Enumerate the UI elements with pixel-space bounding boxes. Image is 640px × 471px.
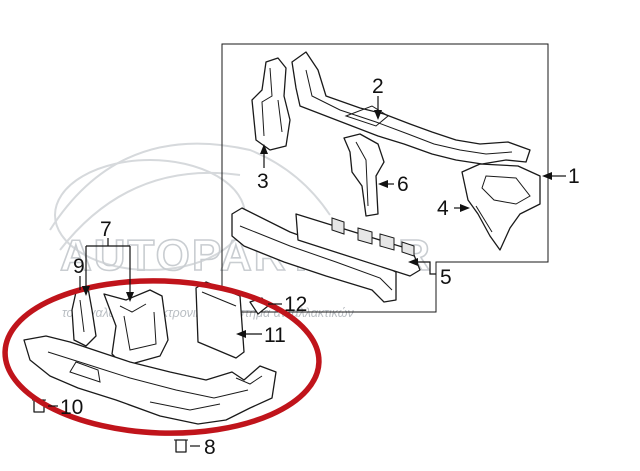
callouts: 1 2 3 4 5 6 7 8 9 10 11 12	[60, 75, 580, 459]
callout-4: 4	[437, 197, 449, 220]
center-support	[343, 133, 385, 217]
side-cover-9	[71, 287, 97, 347]
lower-tie-bar	[231, 207, 421, 303]
callout-3: 3	[257, 170, 269, 193]
callout-6: 6	[397, 173, 409, 196]
callout-5: 5	[440, 266, 452, 289]
right-headlight-bracket	[461, 163, 541, 251]
callout-10: 10	[60, 396, 83, 419]
callout-9: 9	[73, 255, 85, 278]
left-side-bracket	[251, 57, 291, 151]
leader-lines	[48, 96, 566, 447]
callout-2: 2	[372, 75, 384, 98]
callout-12: 12	[284, 293, 307, 316]
engine-under-cover	[23, 335, 277, 425]
air-guide-7	[103, 289, 169, 367]
upper-tie-bar	[291, 51, 531, 165]
splash-panel	[195, 281, 245, 359]
fastener-8	[174, 439, 188, 453]
highlight-ellipse	[2, 278, 322, 436]
callout-8: 8	[204, 436, 216, 459]
callout-7: 7	[100, 218, 112, 241]
callout-11: 11	[264, 324, 286, 347]
callout-1: 1	[568, 165, 580, 188]
